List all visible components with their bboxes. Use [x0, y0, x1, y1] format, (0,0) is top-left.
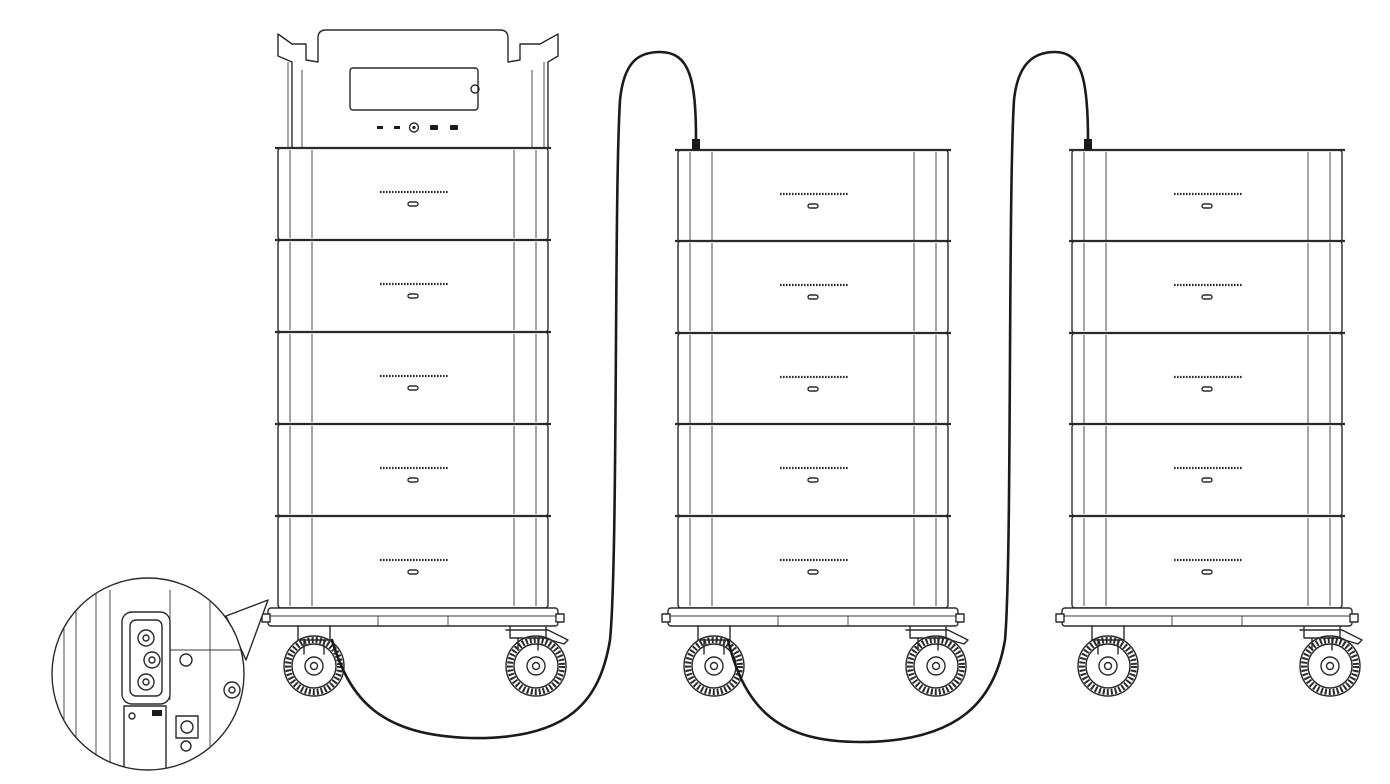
expansion-2-battery-stack: [1067, 148, 1347, 610]
main-unit: [262, 29, 568, 696]
connection-cable-1: [330, 50, 698, 740]
display-screen: [349, 67, 479, 111]
panel-ports: [377, 122, 458, 133]
cable-plug: [692, 139, 700, 150]
battery-module: [273, 422, 553, 518]
battery-module: [1067, 514, 1347, 610]
battery-module: [673, 331, 953, 427]
battery-module: [273, 238, 553, 334]
battery-module: [673, 422, 953, 518]
battery-module: [1067, 148, 1347, 244]
control-head: [277, 29, 559, 149]
battery-module: [273, 514, 553, 610]
connector-detail-callout: [51, 577, 269, 771]
expansion-unit-2: [1056, 139, 1362, 696]
cable-plug: [1084, 139, 1092, 150]
wheeled-base: [262, 608, 568, 696]
expansion-1-battery-stack: [673, 148, 953, 610]
battery-module: [673, 148, 953, 244]
connector-housing: [121, 611, 171, 705]
battery-module: [273, 330, 553, 426]
battery-module: [1067, 239, 1347, 335]
battery-module: [673, 514, 953, 610]
battery-module: [673, 239, 953, 335]
wheeled-base: [662, 608, 968, 696]
expansion-unit-1: [662, 139, 968, 696]
port-screw: [179, 653, 193, 667]
wheeled-base: [1056, 608, 1362, 696]
main-battery-stack: [273, 146, 553, 610]
battery-module: [273, 146, 553, 242]
indicator-light: [470, 84, 480, 94]
battery-module: [1067, 422, 1347, 518]
battery-module: [1067, 331, 1347, 427]
connection-cable-2: [726, 50, 1090, 744]
